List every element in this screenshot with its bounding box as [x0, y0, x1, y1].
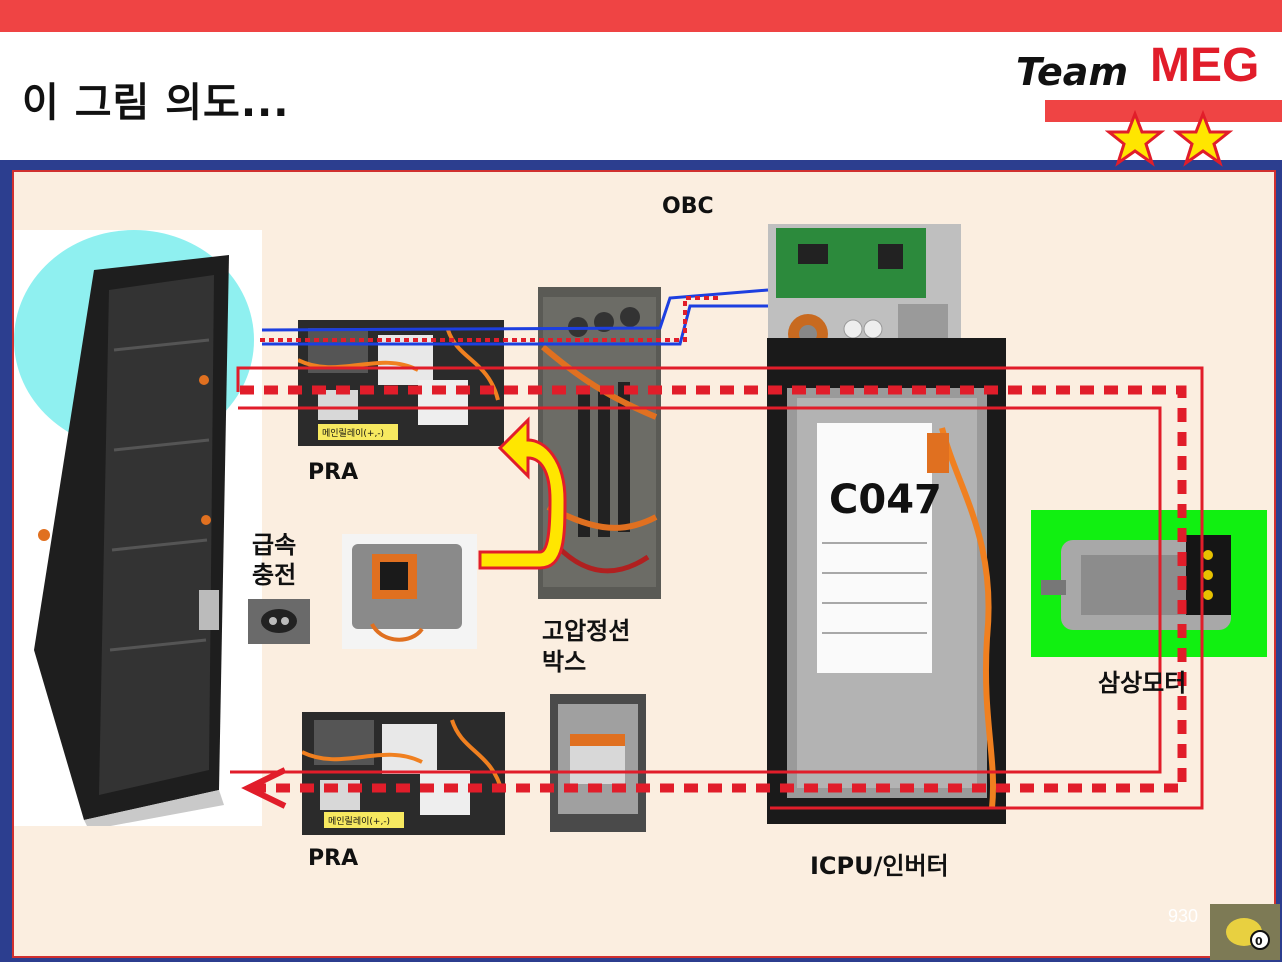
red-dotted-main	[240, 385, 1187, 793]
label-fast-charge: 급속 충전	[252, 530, 296, 590]
top-bar-line	[0, 32, 1282, 35]
red-dotted-obc	[260, 296, 720, 342]
relay-tag-bottom: 메인릴레이(+,-)	[328, 816, 390, 827]
label-motor: 삼상모터	[1098, 669, 1187, 697]
red-arrow-icon	[241, 767, 287, 809]
hv-box-small-photo	[550, 694, 646, 832]
blue-wire-upper	[261, 288, 769, 332]
label-hv-junction: 고압정션 박스	[542, 616, 630, 678]
label-hv-junction-line2: 박스	[542, 648, 587, 676]
fast-charge-module-photo	[342, 534, 477, 649]
star-icon	[1105, 110, 1166, 167]
inverter-code: C047	[829, 477, 942, 523]
red-solid-upper	[236, 366, 1204, 810]
yellow-arrow-icon	[478, 416, 567, 570]
logo-meg-text: MEG	[1150, 39, 1260, 92]
label-pra-bottom: PRA	[308, 846, 359, 871]
label-pra-top: PRA	[308, 460, 359, 485]
slide-number: 930	[1168, 906, 1199, 926]
label-fast-charge-line1: 급속	[252, 531, 297, 559]
svg-text:0: 0	[1255, 935, 1263, 948]
icpu-photo: C047	[767, 338, 1006, 824]
label-icpu: ICPU/인버터	[810, 852, 949, 880]
logo-team-text: Team	[1016, 50, 1129, 94]
relay-tag-top: 메인릴레이(+,-)	[322, 428, 384, 439]
charge-port-photo	[248, 599, 310, 644]
red-solid-inner	[230, 406, 1162, 774]
star-icon	[1172, 110, 1234, 167]
logo-red-bar	[1045, 100, 1282, 122]
battery-pack-photo	[14, 230, 262, 826]
label-hv-junction-line1: 고압정션	[542, 617, 631, 645]
top-red-bar	[0, 0, 1282, 32]
label-obc: OBC	[662, 194, 714, 219]
label-fast-charge-line2: 충전	[252, 561, 297, 589]
page-title: 이 그림 의도...	[22, 80, 290, 126]
blue-wire-lower	[262, 304, 768, 346]
logo-stars	[1105, 110, 1234, 167]
presenter-thumbnail: 0	[1210, 904, 1280, 960]
